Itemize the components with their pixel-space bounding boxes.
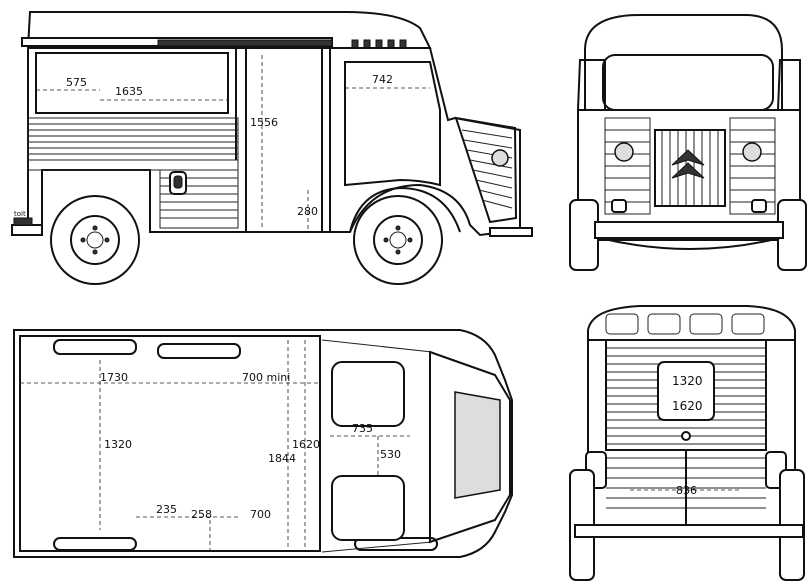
front-view bbox=[569, 14, 807, 271]
dim-575-side: 575 bbox=[66, 76, 87, 89]
headlight-right-icon bbox=[742, 142, 762, 162]
dim-1635-side: 1635 bbox=[115, 85, 143, 98]
dim-1620-top: 1620 bbox=[292, 438, 320, 451]
dim-1844-top: 1844 bbox=[268, 452, 296, 465]
dim-700-min-top: 700 mini bbox=[242, 371, 290, 384]
dim-742-side: 742 bbox=[372, 73, 393, 86]
side-small-label: toit bbox=[14, 210, 26, 218]
front-grille bbox=[654, 129, 726, 207]
vent-slots bbox=[351, 39, 407, 49]
side-grilles-front bbox=[604, 117, 776, 215]
seat-right bbox=[331, 475, 405, 541]
seat-left bbox=[331, 361, 405, 427]
corrugated-panel bbox=[27, 117, 239, 229]
headlight-left-icon bbox=[614, 142, 634, 162]
dim-735-top: 735 bbox=[352, 422, 373, 435]
dim-1620-rear: 1620 bbox=[672, 399, 703, 413]
rear-roof-windows bbox=[605, 313, 765, 335]
dim-700-top: 700 bbox=[250, 508, 271, 521]
rear-view: 1320 1620 836 bbox=[569, 305, 805, 581]
dim-530-top: 530 bbox=[380, 448, 401, 461]
dim-836-rear: 836 bbox=[676, 484, 697, 497]
dim-1320-top: 1320 bbox=[104, 438, 132, 451]
front-wheel-side bbox=[353, 195, 443, 285]
dim-258-top: 258 bbox=[191, 508, 212, 521]
dim-1730-top: 1730 bbox=[100, 371, 128, 384]
dim-280-side: 280 bbox=[297, 205, 318, 218]
top-view: 1730 700 mini 1320 1620 1844 735 530 235… bbox=[13, 329, 513, 558]
side-view: 575 1635 742 1556 280 toit bbox=[11, 11, 533, 285]
dim-1320-rear: 1320 bbox=[672, 374, 703, 388]
dim-235-top: 235 bbox=[156, 503, 177, 516]
front-grille-side bbox=[454, 116, 518, 224]
rear-wheel-side bbox=[50, 195, 140, 285]
dim-1556-side: 1556 bbox=[250, 116, 278, 129]
